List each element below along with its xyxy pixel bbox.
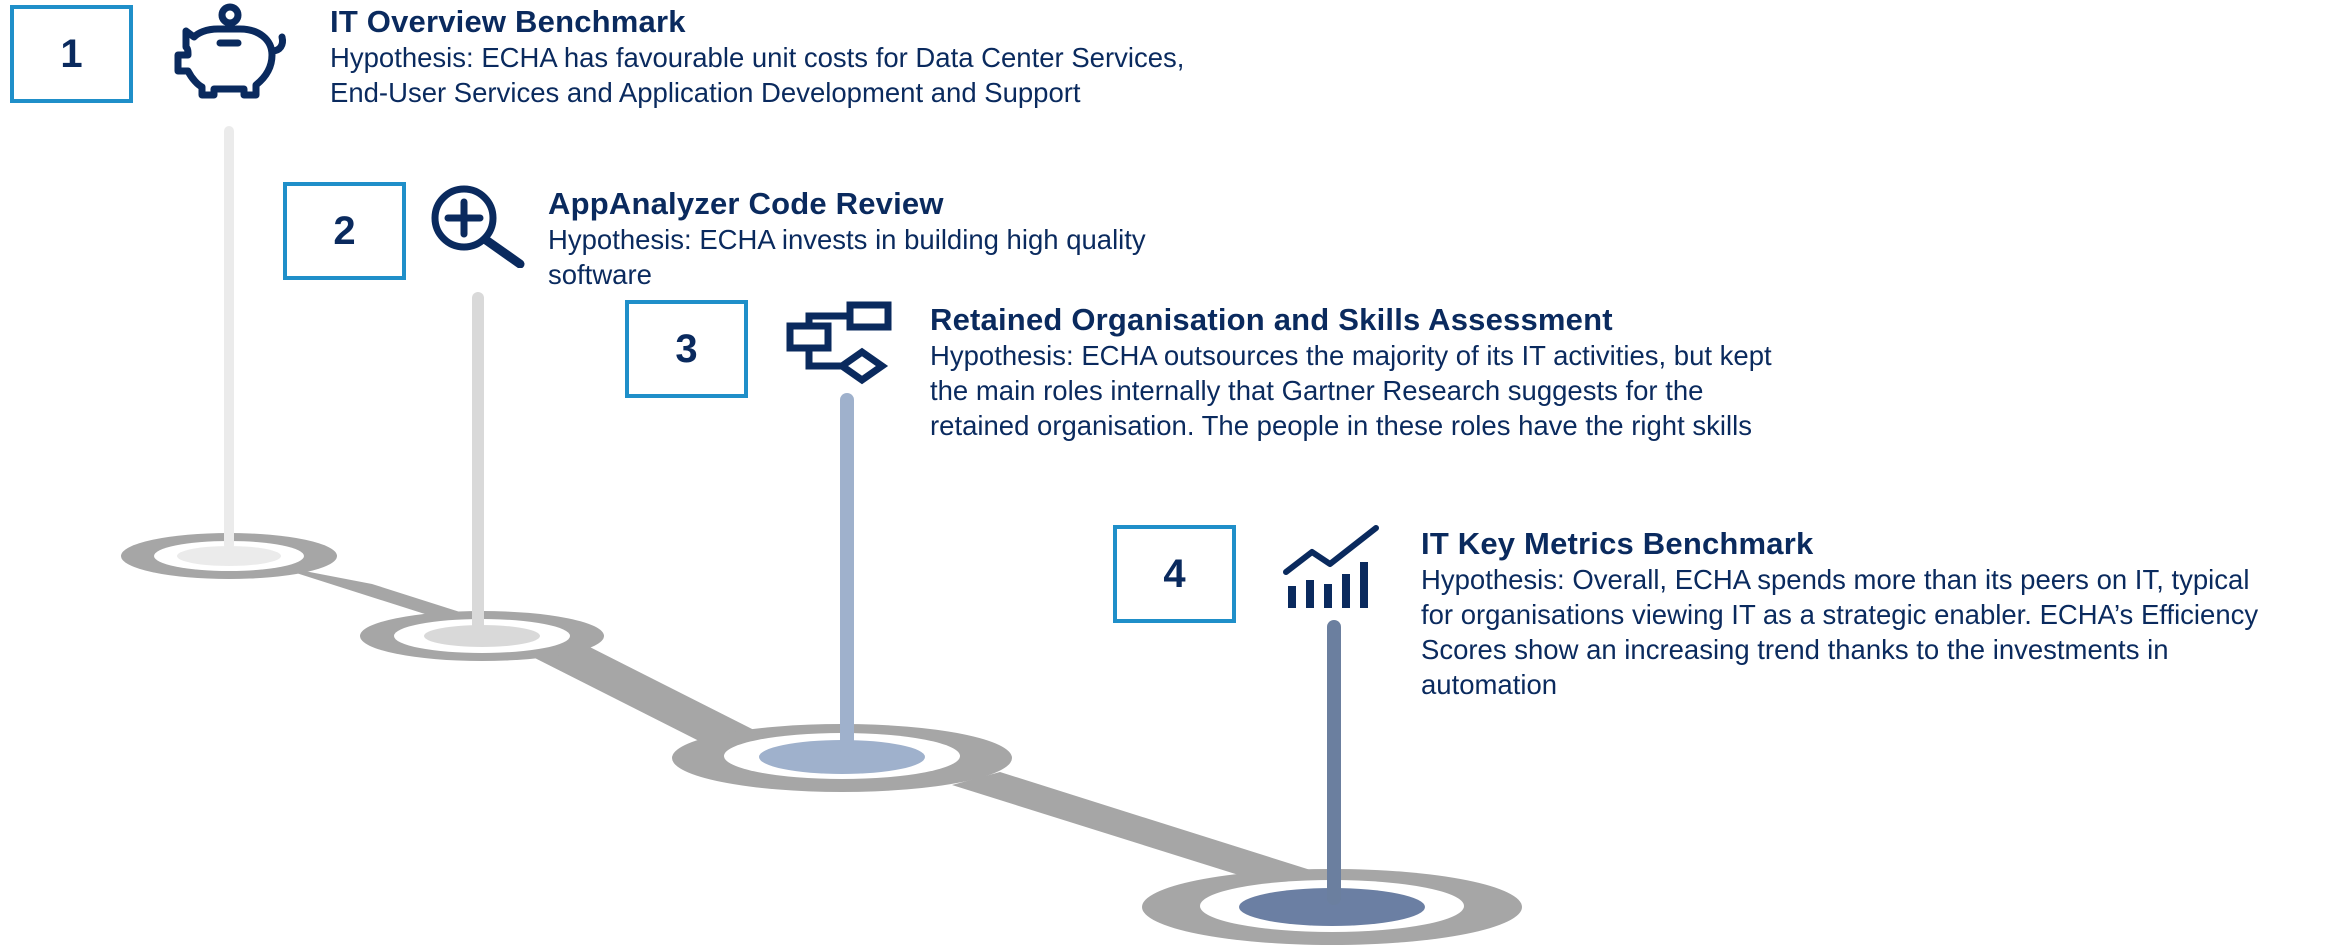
step-desc-4-line-1: Hypothesis: Overall, ECHA spends more th… (1421, 564, 2250, 595)
step-title-3: Retained Organisation and Skills Assessm… (930, 302, 1613, 337)
magnifier-plus-icon (431, 185, 525, 268)
milestone-disc-3 (672, 724, 1012, 792)
step-desc-2-line-2: software (548, 259, 652, 290)
step-desc-4-line-4: automation (1421, 669, 1558, 700)
step-title-1: IT Overview Benchmark (330, 4, 686, 39)
milestone-disc-2 (360, 611, 604, 661)
step-number-box-3: 3 (625, 300, 748, 398)
step-number-1: 1 (60, 31, 83, 76)
milestone-disc-1 (121, 533, 337, 579)
piggy-bank-icon (174, 3, 286, 99)
step-text-1: IT Overview Benchmark Hypothesis: ECHA h… (330, 4, 1330, 110)
step-desc-3-line-2: the main roles internally that Gartner R… (930, 375, 1704, 406)
step-desc-1-line-2: End-User Services and Application Develo… (330, 77, 1081, 108)
step-number-box-4: 4 (1113, 525, 1236, 623)
step-text-3: Retained Organisation and Skills Assessm… (930, 302, 1930, 443)
flowchart-icon (786, 301, 892, 385)
step-title-4: IT Key Metrics Benchmark (1421, 526, 1814, 561)
step-title-2: AppAnalyzer Code Review (548, 186, 944, 221)
step-desc-3-line-1: Hypothesis: ECHA outsources the majority… (930, 340, 1772, 371)
step-desc-1-line-1: Hypothesis: ECHA has favourable unit cos… (330, 42, 1185, 73)
step-number-box-1: 1 (10, 5, 133, 103)
step-text-4: IT Key Metrics Benchmark Hypothesis: Ove… (1421, 526, 2341, 702)
road-segment-3 (952, 772, 1320, 888)
step-desc-4-line-2: for organisations viewing IT as a strate… (1421, 599, 2259, 630)
road-segment-2 (515, 636, 760, 745)
step-number-3: 3 (675, 326, 698, 371)
step-desc-3-line-3: retained organisation. The people in the… (930, 410, 1752, 441)
step-number-box-2: 2 (283, 182, 406, 280)
step-text-2: AppAnalyzer Code Review Hypothesis: ECHA… (548, 186, 1348, 292)
step-desc-2-line-1: Hypothesis: ECHA invests in building hig… (548, 224, 1146, 255)
step-desc-4-line-3: Scores show an increasing trend thanks t… (1421, 634, 2169, 665)
milestone-disc-4 (1142, 869, 1522, 945)
step-number-4: 4 (1163, 551, 1186, 596)
step-number-2: 2 (333, 208, 356, 253)
bar-chart-trend-icon (1283, 525, 1379, 608)
